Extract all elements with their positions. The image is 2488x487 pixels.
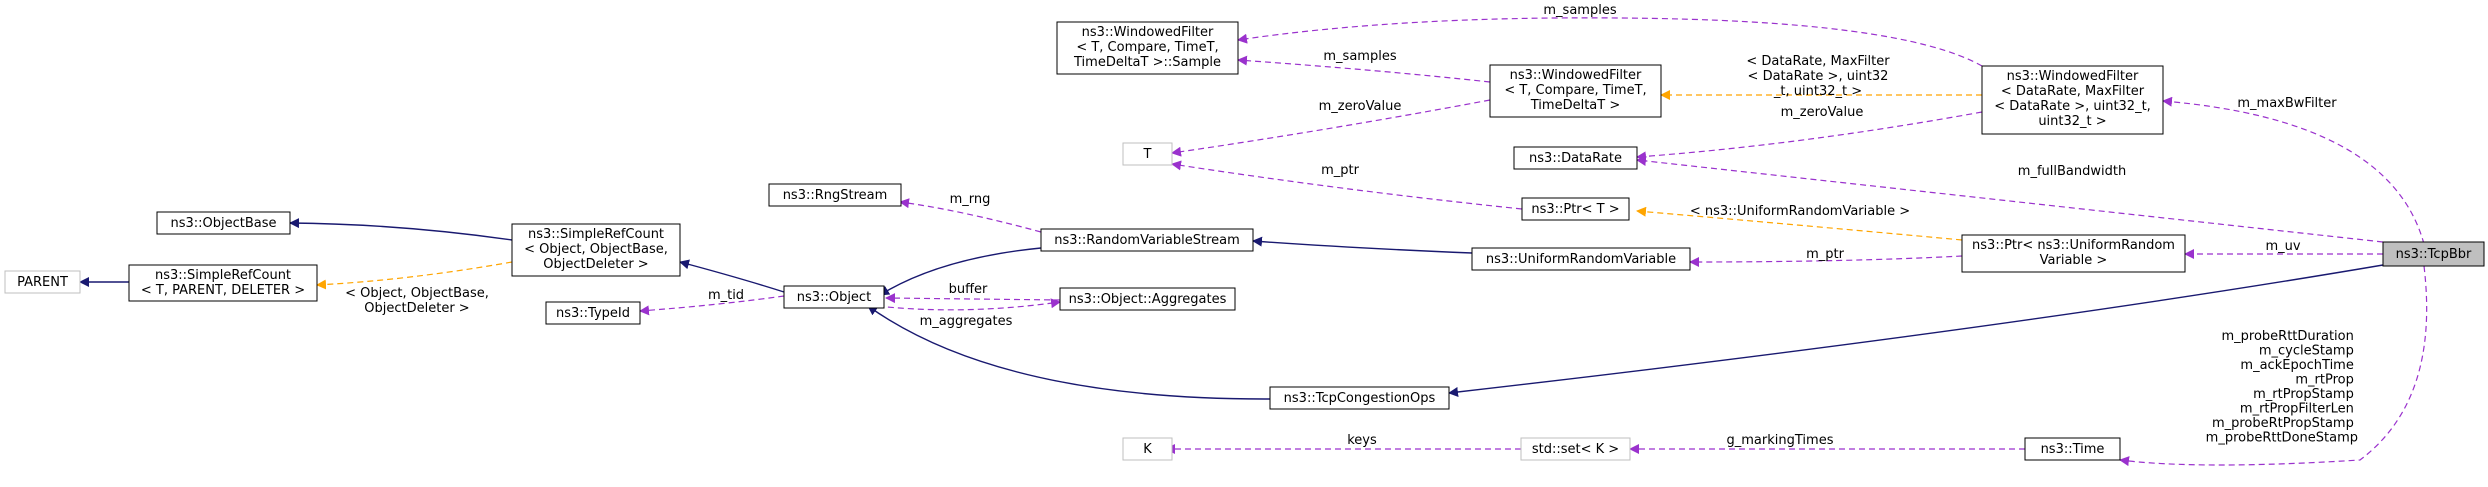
edge-label-m-maxbwfilter: m_maxBwFilter (2237, 96, 2337, 111)
edge-ptr-instance (1636, 206, 1963, 241)
svg-text:K: K (1143, 442, 1152, 457)
svg-text:ns3::WindowedFilter< DataRate,: ns3::WindowedFilter< DataRate, MaxFilter… (1994, 69, 2151, 129)
nodes: PARENT ns3::SimpleRefCount< T, PARENT, D… (4, 21, 2485, 461)
svg-text:ns3::Ptr< ns3::UniformRandomVa: ns3::Ptr< ns3::UniformRandomVariable > (1972, 238, 2175, 268)
node-windowedfilter-sample[interactable]: ns3::WindowedFilter< T, Compare, TimeT,T… (1056, 21, 1239, 75)
node-t-param[interactable]: T (1122, 142, 1173, 166)
svg-text:ns3::SimpleRefCount< T, PARENT: ns3::SimpleRefCount< T, PARENT, DELETER … (141, 268, 305, 298)
svg-text:ns3::RngStream: ns3::RngStream (783, 188, 888, 203)
edge-label-m-ptr-uniform: m_ptr (1806, 247, 1845, 262)
edge-ptr-uniform-mptr (1689, 255, 1963, 267)
edge-label-m-rng: m_rng (950, 192, 991, 207)
svg-text:ns3::Time: ns3::Time (2041, 442, 2105, 457)
node-time[interactable]: ns3::Time (2024, 437, 2121, 461)
edge-label-m-fullbandwidth: m_fullBandwidth (2018, 164, 2126, 179)
edge-object-to-simplerefcount (679, 259, 785, 293)
edge-windowedfilter-datarate-samples-top (1237, 17, 1983, 67)
node-uniformrandomvariable[interactable]: ns3::UniformRandomVariable (1471, 247, 1691, 271)
node-simplerefcount-template[interactable]: ns3::SimpleRefCount< T, PARENT, DELETER … (128, 264, 318, 302)
svg-text:ns3::DataRate: ns3::DataRate (1529, 151, 1622, 166)
edge-uniformrandomvariable-to-randomvariablestream (1252, 236, 1473, 254)
svg-text:T: T (1143, 147, 1152, 162)
node-ptr-t[interactable]: ns3::Ptr< T > (1521, 197, 1630, 221)
edge-label-buffer: buffer (949, 282, 988, 297)
svg-text:ns3::Ptr< T >: ns3::Ptr< T > (1531, 202, 1619, 217)
edge-simplerefcount-instance (316, 261, 513, 290)
svg-text:ns3::TypeId: ns3::TypeId (556, 306, 630, 321)
edge-windowedfilter-zerovalue (1171, 99, 1491, 157)
edge-label-m-uv: m_uv (2265, 239, 2300, 254)
svg-text:ns3::RandomVariableStream: ns3::RandomVariableStream (1054, 233, 1240, 248)
node-rngstream[interactable]: ns3::RngStream (768, 183, 902, 207)
node-tcpcongestionops[interactable]: ns3::TcpCongestionOps (1269, 386, 1450, 410)
edge-label-m-zerovalue-t: m_zeroValue (1319, 99, 1402, 114)
edge-label-time-members: m_probeRttDuration m_cycleStamp m_ackEpo… (2206, 329, 2358, 446)
edge-windowedfilter-datarate-zerovalue (1636, 111, 1983, 162)
svg-text:ns3::ObjectBase: ns3::ObjectBase (170, 216, 276, 231)
node-typeid[interactable]: ns3::TypeId (545, 301, 641, 325)
svg-text:ns3::Object: ns3::Object (797, 290, 871, 305)
edge-tcpbbr-maxbwfilter (2162, 96, 2425, 245)
node-tcpbbr[interactable]: ns3::TcpBbr (2382, 241, 2485, 267)
edge-aggregates-object-buffer (885, 293, 1061, 304)
edge-label-m-aggregates: m_aggregates (920, 314, 1013, 329)
edge-randomvariablestream-to-object (879, 247, 1042, 296)
edge-label-m-zerovalue-datarate: m_zeroValue (1781, 105, 1864, 120)
edge-label-m-tid: m_tid (708, 288, 744, 303)
svg-text:ns3::UniformRandomVariable: ns3::UniformRandomVariable (1486, 252, 1676, 267)
node-stdset[interactable]: std::set< K > (1520, 437, 1631, 461)
edge-object-aggregates (867, 298, 1061, 311)
node-object[interactable]: ns3::Object (783, 285, 885, 309)
edge-tcpbbr-fullbandwidth (1636, 156, 2384, 243)
edge-label-datarate-args: < DataRate, MaxFilter< DataRate >, uint3… (1746, 54, 1890, 99)
svg-text:ns3::Object::Aggregates: ns3::Object::Aggregates (1069, 292, 1227, 307)
svg-text:ns3::WindowedFilter< T, Compar: ns3::WindowedFilter< T, Compare, TimeT,T… (1504, 68, 1646, 113)
node-windowedfilter-datarate[interactable]: ns3::WindowedFilter< DataRate, MaxFilter… (1981, 65, 2164, 135)
edge-tcpcongestionops-to-object (867, 305, 1271, 400)
node-randomvariablestream[interactable]: ns3::RandomVariableStream (1040, 228, 1254, 252)
edge-labels: < Object, ObjectBase,ObjectDeleter > m_t… (345, 3, 2358, 448)
edge-label-m-samples-mid: m_samples (1323, 49, 1396, 64)
svg-text:ns3::TcpBbr: ns3::TcpBbr (2396, 247, 2472, 262)
edge-label-m-ptr-t: m_ptr (1321, 163, 1360, 178)
edge-object-typeid (639, 295, 785, 316)
edge-label-m-samples-top: m_samples (1543, 3, 1616, 18)
svg-text:ns3::WindowedFilter< T, Compar: ns3::WindowedFilter< T, Compare, TimeT,T… (1073, 25, 1221, 70)
node-windowedfilter[interactable]: ns3::WindowedFilter< T, Compare, TimeT,T… (1489, 64, 1662, 118)
edge-label-uniform-args: < ns3::UniformRandomVariable > (1690, 204, 1910, 219)
edge-label-g-markingtimes: g_markingTimes (1727, 433, 1834, 448)
svg-text:PARENT: PARENT (17, 275, 68, 290)
edge-label-keys: keys (1347, 433, 1377, 448)
edges (79, 17, 2428, 467)
node-parent[interactable]: PARENT (4, 270, 81, 294)
edge-tcpbbr-to-tcpcongestionops (1448, 264, 2384, 397)
node-objectbase[interactable]: ns3::ObjectBase (156, 211, 291, 235)
svg-text:ns3::SimpleRefCount< Object, O: ns3::SimpleRefCount< Object, ObjectBase,… (524, 227, 668, 272)
svg-text:ns3::TcpCongestionOps: ns3::TcpCongestionOps (1284, 391, 1436, 406)
node-simplerefcount[interactable]: ns3::SimpleRefCount< Object, ObjectBase,… (511, 223, 681, 277)
edge-tcpbbr-time (2119, 265, 2428, 467)
node-datarate[interactable]: ns3::DataRate (1513, 146, 1638, 170)
edge-simplerefcount-to-objectbase (289, 218, 513, 241)
svg-text:std::set< K >: std::set< K > (1532, 442, 1619, 457)
node-k-param[interactable]: K (1122, 437, 1173, 461)
edge-label-simplerefcount-args: < Object, ObjectBase,ObjectDeleter > (345, 286, 489, 316)
node-object-aggregates[interactable]: ns3::Object::Aggregates (1059, 287, 1236, 311)
